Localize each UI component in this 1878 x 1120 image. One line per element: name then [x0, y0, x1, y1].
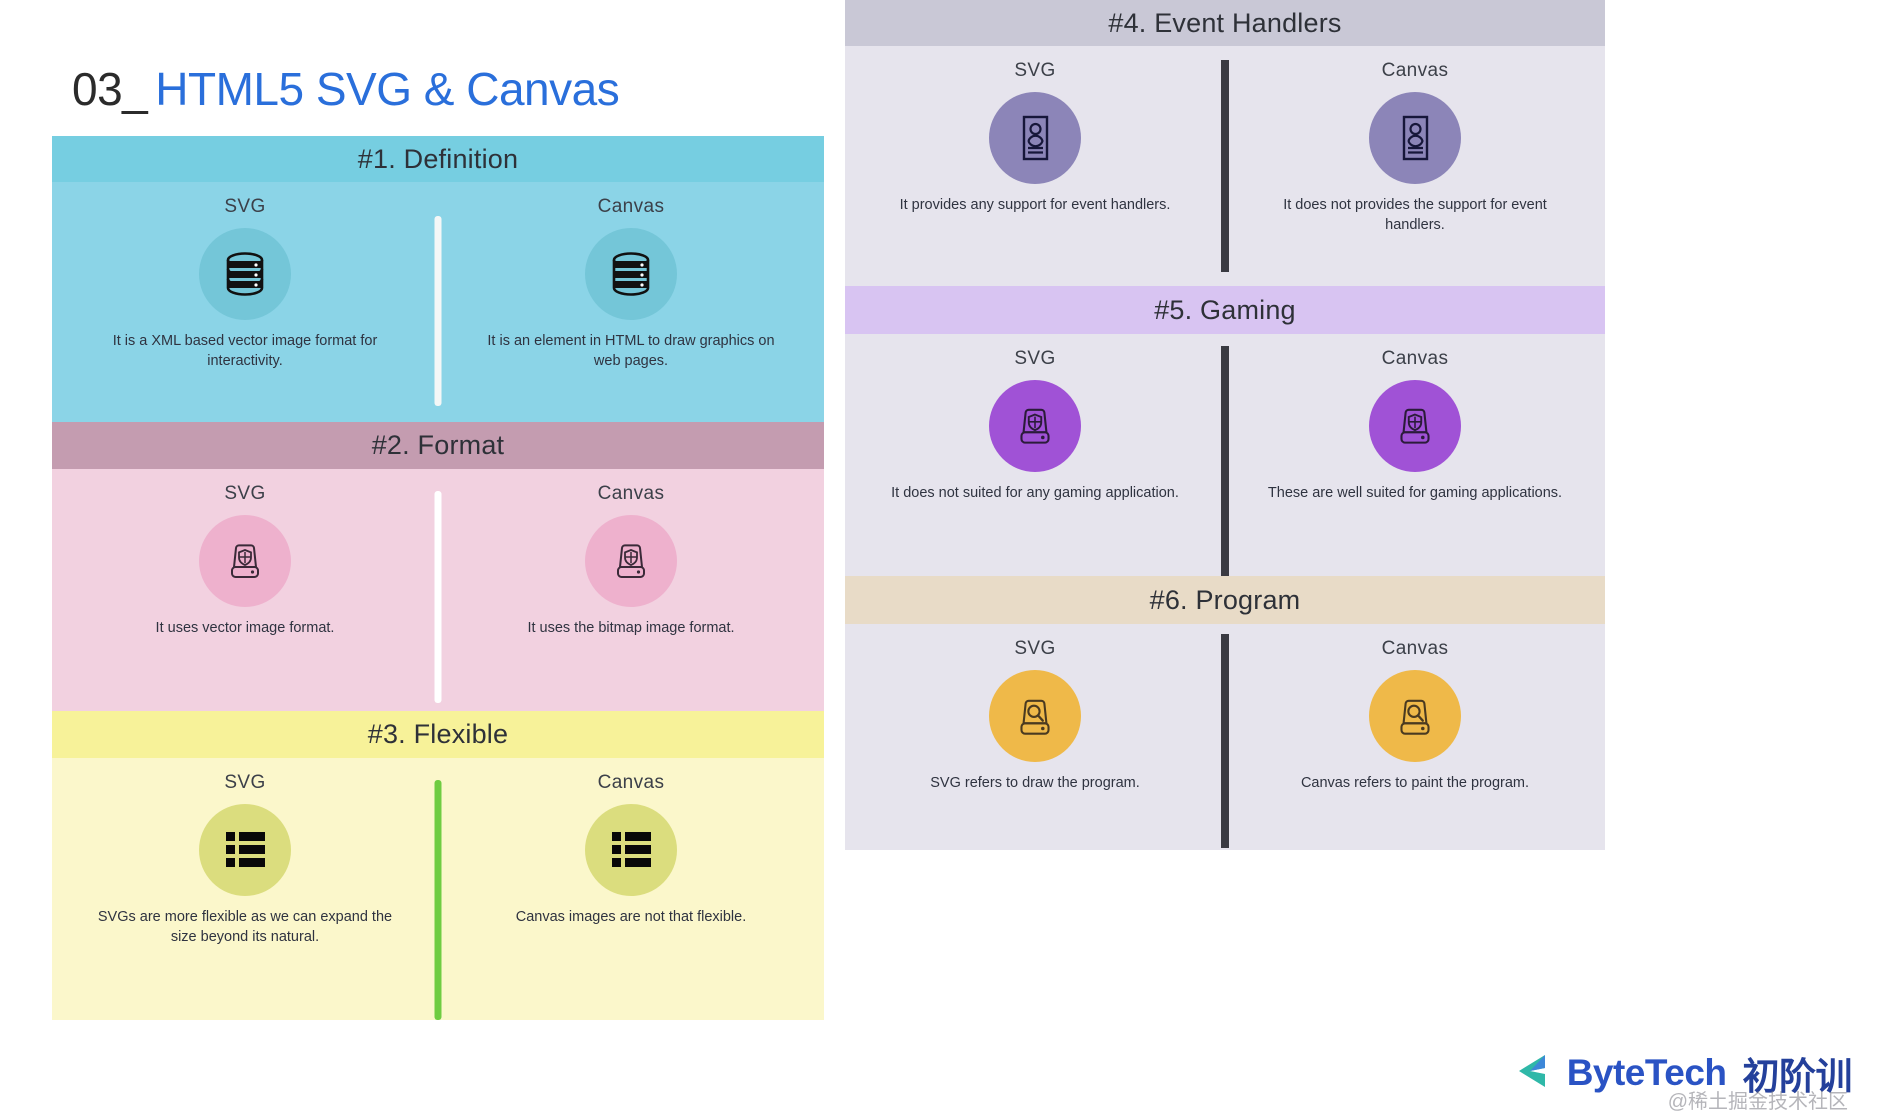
svg-column: SVG: [52, 182, 438, 422]
column-divider: [1221, 634, 1229, 848]
left-comparison-panel: #1. Definition SVG: [52, 136, 824, 1120]
section-heading: #1. Definition: [52, 136, 824, 182]
section-body: SVG It provides any support for event ha…: [845, 46, 1605, 286]
shield-device-icon: [989, 380, 1081, 472]
svg-column: SVG It provides any support for event ha…: [845, 46, 1225, 286]
section-body: SVG SVG refers to draw the program. Can: [845, 624, 1605, 850]
column-description-svg: SVG refers to draw the program.: [930, 775, 1140, 791]
section-heading: #3. Flexible: [52, 711, 824, 758]
canvas-column: Canvas Canvas refers to paint the progra…: [1225, 624, 1605, 850]
column-description-svg: SVGs are more flexible as we can expand …: [97, 909, 393, 945]
column-description-canvas: It is an element in HTML to draw graphic…: [487, 333, 775, 369]
column-label-svg: SVG: [1014, 638, 1056, 659]
search-device-icon: [1369, 670, 1461, 762]
list-icon: [199, 804, 291, 896]
section-gaming: #5. Gaming SVG It does not suite: [845, 286, 1605, 576]
watermark-text: @稀土掘金技术社区: [1667, 1091, 1848, 1113]
canvas-column: Canvas These are well suited for gaming …: [1225, 334, 1605, 576]
section-body: SVG SVGs are more flexible as we can exp…: [52, 758, 824, 1020]
section-definition: #1. Definition SVG: [52, 136, 824, 422]
logo-brand: ByteTech: [1566, 1052, 1727, 1093]
column-label-svg: SVG: [224, 196, 266, 217]
svg-column: SVG SVG refers to draw the program.: [845, 624, 1225, 850]
column-divider: [1221, 346, 1229, 576]
id-card-icon: [989, 92, 1081, 184]
column-description-svg: It provides any support for event handle…: [899, 197, 1171, 213]
column-label-canvas: Canvas: [597, 772, 665, 793]
column-label-svg: SVG: [1014, 60, 1056, 81]
section-body: SVG It does not suited for any gaming ap…: [845, 334, 1605, 576]
canvas-column: Canvas Canvas images are not that flexib…: [438, 758, 824, 1020]
section-heading: #6. Program: [845, 576, 1605, 624]
svg-column: SVG It uses vector image format.: [52, 469, 438, 711]
canvas-column: Canvas It is an elemen: [438, 182, 824, 422]
svg-column: SVG SVGs are more flexible as we can exp…: [52, 758, 438, 1020]
column-divider: [434, 216, 442, 406]
database-icon: [585, 228, 677, 320]
id-card-icon: [1369, 92, 1461, 184]
page-title-number: 03_: [72, 63, 148, 115]
column-description-canvas: It uses the bitmap image format.: [527, 620, 735, 636]
search-device-icon: [989, 670, 1081, 762]
section-heading: #5. Gaming: [845, 286, 1605, 334]
column-description-svg: It does not suited for any gaming applic…: [891, 485, 1179, 501]
page-title: 03_HTML5 SVG & Canvas: [72, 62, 620, 116]
column-divider: [434, 780, 442, 1020]
column-description-canvas: Canvas refers to paint the program.: [1300, 775, 1530, 791]
column-description-canvas: It does not provides the support for eve…: [1283, 197, 1547, 233]
column-divider: [1221, 60, 1229, 272]
column-description-canvas: Canvas images are not that flexible.: [515, 909, 747, 925]
bytetech-logo: ByteTech 初阶训: [1515, 1046, 1852, 1100]
column-label-canvas: Canvas: [1381, 638, 1449, 659]
right-comparison-panel: #4. Event Handlers SVG It provides any s…: [845, 0, 1605, 1050]
column-label-canvas: Canvas: [597, 196, 665, 217]
column-description-svg: It is a XML based vector image format fo…: [112, 333, 378, 369]
column-label-canvas: Canvas: [1381, 60, 1449, 81]
canvas-column: Canvas It does not provides the support …: [1225, 46, 1605, 286]
shield-device-icon: [1369, 380, 1461, 472]
column-label-svg: SVG: [224, 772, 266, 793]
database-icon: [199, 228, 291, 320]
canvas-column: Canvas It uses the bitmap image format.: [438, 469, 824, 711]
logo-suffix: 初阶训: [1742, 1056, 1853, 1097]
section-heading: #4. Event Handlers: [845, 0, 1605, 46]
section-program: #6. Program SVG SVG refers to dr: [845, 576, 1605, 850]
column-divider: [434, 491, 442, 703]
shield-device-icon: [199, 515, 291, 607]
section-event-handlers: #4. Event Handlers SVG It provides any s…: [845, 0, 1605, 286]
page-title-text: HTML5 SVG & Canvas: [155, 63, 620, 115]
section-flexible: #3. Flexible SVG: [52, 711, 824, 1020]
column-label-canvas: Canvas: [1381, 348, 1449, 369]
column-description-canvas: These are well suited for gaming applica…: [1267, 485, 1563, 501]
section-format: #2. Format SVG It uses vector im: [52, 422, 824, 711]
shield-device-icon: [585, 515, 677, 607]
list-icon: [585, 804, 677, 896]
column-label-svg: SVG: [224, 483, 266, 504]
svg-column: SVG It does not suited for any gaming ap…: [845, 334, 1225, 576]
section-body: SVG It uses vector image format. Canvas: [52, 469, 824, 711]
column-description-svg: It uses vector image format.: [155, 620, 335, 636]
section-body: SVG: [52, 182, 824, 422]
section-heading: #2. Format: [52, 422, 824, 469]
chevron-left-logo-icon: [1515, 1050, 1557, 1097]
column-label-svg: SVG: [1014, 348, 1056, 369]
column-label-canvas: Canvas: [597, 483, 665, 504]
